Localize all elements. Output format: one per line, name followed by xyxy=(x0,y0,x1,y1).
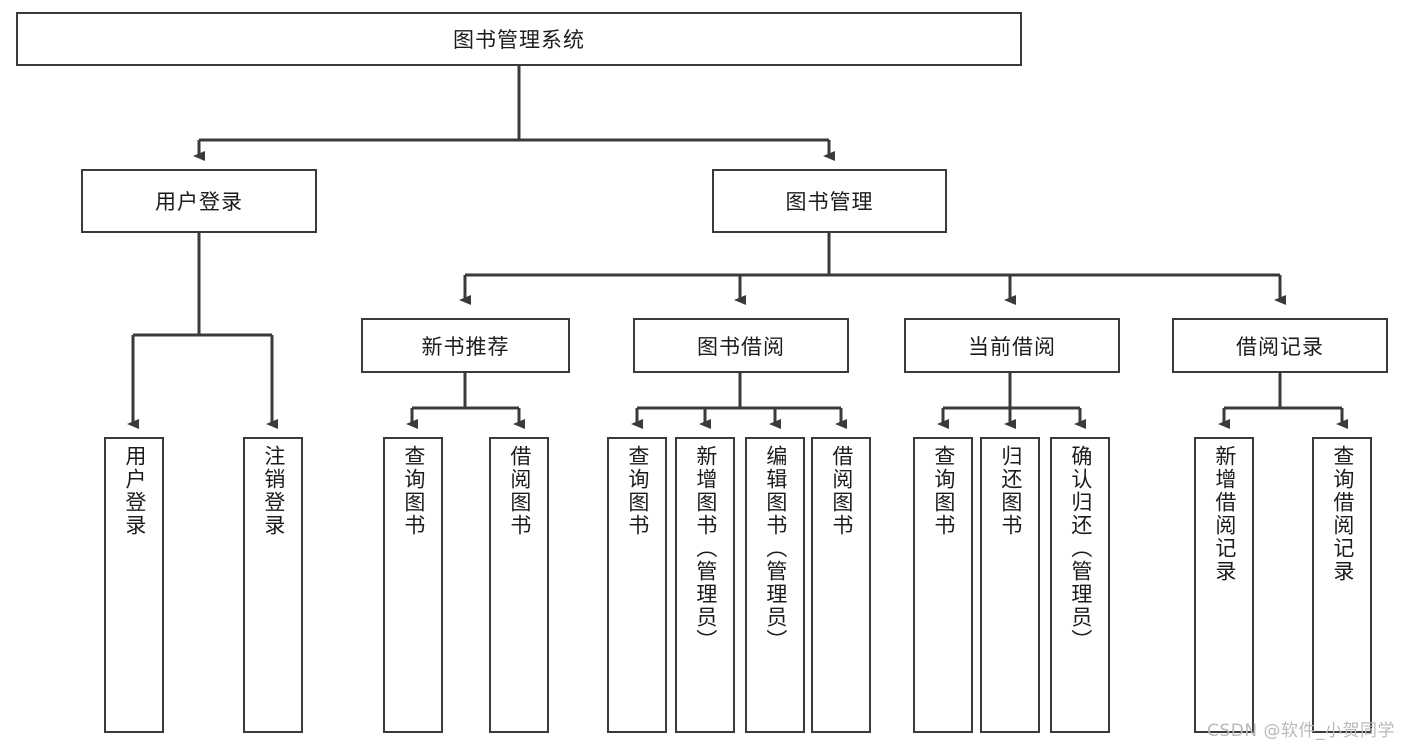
node-borrow-record[interactable]: 借阅记录 xyxy=(1172,318,1388,373)
node-label: 图书借阅 xyxy=(697,334,785,359)
node-root-system[interactable]: 图书管理系统 xyxy=(16,12,1022,66)
node-book-borrow[interactable]: 图书借阅 xyxy=(633,318,849,373)
node-new-book-recommend[interactable]: 新书推荐 xyxy=(361,318,570,373)
node-label: 查询借阅记录 xyxy=(1330,445,1355,583)
node-label: 注销登录 xyxy=(261,445,286,537)
node-label: 新增借阅记录 xyxy=(1212,445,1237,583)
node-book-management[interactable]: 图书管理 xyxy=(712,169,947,233)
leaf-recommend-query-book[interactable]: 查询图书 xyxy=(383,437,443,733)
node-label: 查询图书 xyxy=(401,445,426,537)
leaf-user-login-logout[interactable]: 注销登录 xyxy=(243,437,303,733)
node-label: 借阅图书 xyxy=(829,445,854,537)
leaf-borrow-borrow-book[interactable]: 借阅图书 xyxy=(811,437,871,733)
node-label: 归还图书 xyxy=(998,445,1023,537)
node-user-login[interactable]: 用户登录 xyxy=(81,169,317,233)
node-label: 新书推荐 xyxy=(421,334,510,359)
node-label: 用户登录 xyxy=(122,445,147,537)
leaf-user-login-login[interactable]: 用户登录 xyxy=(104,437,164,733)
node-label: 借阅图书 xyxy=(507,445,532,537)
leaf-record-query-record[interactable]: 查询借阅记录 xyxy=(1312,437,1372,733)
node-current-borrow[interactable]: 当前借阅 xyxy=(904,318,1120,373)
leaf-current-return-book[interactable]: 归还图书 xyxy=(980,437,1040,733)
leaf-record-add-record[interactable]: 新增借阅记录 xyxy=(1194,437,1254,733)
leaf-recommend-borrow-book[interactable]: 借阅图书 xyxy=(489,437,549,733)
node-label: 借阅记录 xyxy=(1236,334,1324,359)
node-label: 编辑图书（管理员） xyxy=(763,445,788,652)
node-label: 确认归还（管理员） xyxy=(1068,445,1093,652)
node-label: 当前借阅 xyxy=(968,334,1056,359)
node-label: 图书管理 xyxy=(785,190,874,214)
leaf-current-confirm-return[interactable]: 确认归还（管理员） xyxy=(1050,437,1110,733)
node-label: 查询图书 xyxy=(625,445,650,537)
node-label: 用户登录 xyxy=(155,190,243,214)
watermark: CSDN @软件_小贺同学 xyxy=(1207,721,1395,741)
leaf-borrow-add-book[interactable]: 新增图书（管理员） xyxy=(675,437,735,733)
node-label: 图书管理系统 xyxy=(453,28,585,52)
leaf-current-query-book[interactable]: 查询图书 xyxy=(913,437,973,733)
node-label: 查询图书 xyxy=(931,445,956,537)
leaf-borrow-edit-book[interactable]: 编辑图书（管理员） xyxy=(745,437,805,733)
leaf-borrow-query-book[interactable]: 查询图书 xyxy=(607,437,667,733)
node-label: 新增图书（管理员） xyxy=(693,445,718,652)
